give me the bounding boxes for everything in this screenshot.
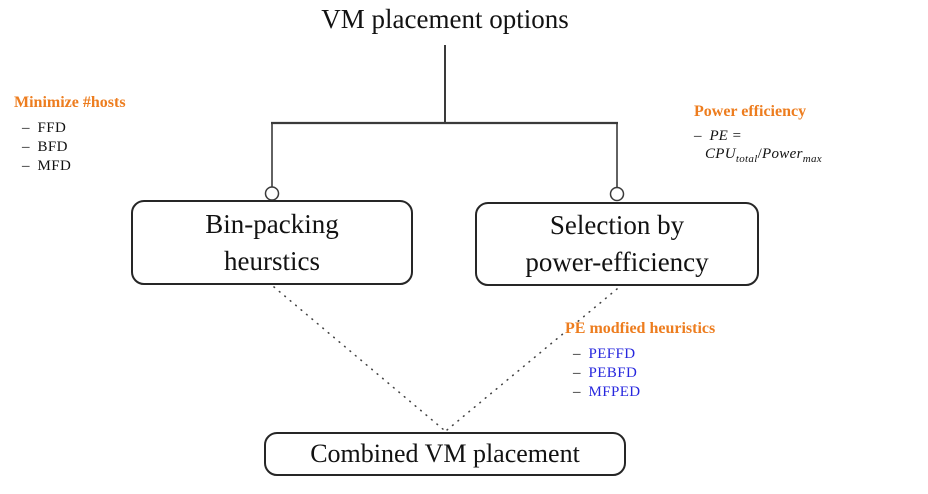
pe-formula: –PE = CPUtotal/Powermax <box>692 127 928 165</box>
item-label: MFPED <box>588 384 641 400</box>
item-dash: – <box>22 158 30 174</box>
list-item-ffd: –FFD <box>22 119 212 138</box>
node-label-line2: heurstics <box>224 245 320 276</box>
annotation-title-power-efficiency: Power efficiency <box>694 103 807 120</box>
node-label-line2: power-efficiency <box>525 247 709 277</box>
list-item-peffd: –PEFFD <box>573 345 803 364</box>
item-label: BFD <box>37 139 68 155</box>
node-combined-vm-placement: Combined VM placement <box>264 432 626 476</box>
list-item-bfd: –BFD <box>22 138 212 157</box>
item-label: MFD <box>37 158 72 174</box>
item-label: FFD <box>37 120 67 136</box>
pe-modified-list: –PEFFD –PEBFD –MFPED <box>563 345 803 402</box>
annotation-title-pe-modified: PE modfied heuristics <box>565 320 716 337</box>
node-selection-by-power-efficiency: Selection by power-efficiency <box>475 202 759 286</box>
left-dotted-edge <box>273 286 445 431</box>
pe-formula-line1: –PE = <box>694 127 928 145</box>
node-bin-packing-heuristics: Bin-packing heurstics <box>131 200 413 285</box>
formula-denominator-base: Power <box>762 146 803 162</box>
item-label: PEBFD <box>588 365 638 381</box>
item-label: PEFFD <box>588 346 636 362</box>
annotation-power-efficiency: Power efficiency –PE = CPUtotal/Powermax <box>692 103 928 165</box>
item-dash: – <box>22 120 30 136</box>
annotation-minimize-hosts: Minimize #hosts –FFD –BFD –MFD <box>12 94 212 176</box>
item-dash: – <box>694 128 702 144</box>
pe-formula-lhs: PE = <box>709 128 742 144</box>
list-item-mfd: –MFD <box>22 157 212 176</box>
annotation-title-minimize-hosts: Minimize #hosts <box>14 94 126 111</box>
item-dash: – <box>573 365 581 381</box>
list-item-mfped: –MFPED <box>573 383 803 402</box>
item-dash: – <box>573 346 581 362</box>
diagram-title: VM placement options <box>321 4 569 34</box>
annotation-pe-modified-heuristics: PE modfied heuristics –PEFFD –PEBFD –MFP… <box>563 320 803 402</box>
minimize-hosts-list: –FFD –BFD –MFD <box>12 119 212 176</box>
node-label-line1: Selection by <box>549 210 685 240</box>
pe-formula-line2: CPUtotal/Powermax <box>705 145 928 165</box>
formula-numerator-base: CPU <box>705 146 736 162</box>
node-label: Combined VM placement <box>310 439 580 468</box>
left-branch-node-circle <box>264 186 280 201</box>
node-label-line1: Bin-packing <box>205 208 339 239</box>
formula-denominator-subscript: max <box>802 153 822 165</box>
formula-slash: / <box>757 146 763 162</box>
formula-numerator-subscript: total <box>735 153 758 165</box>
right-branch-node-circle <box>609 186 625 202</box>
item-dash: – <box>573 384 581 400</box>
list-item-pebfd: –PEBFD <box>573 364 803 383</box>
item-dash: – <box>22 139 30 155</box>
